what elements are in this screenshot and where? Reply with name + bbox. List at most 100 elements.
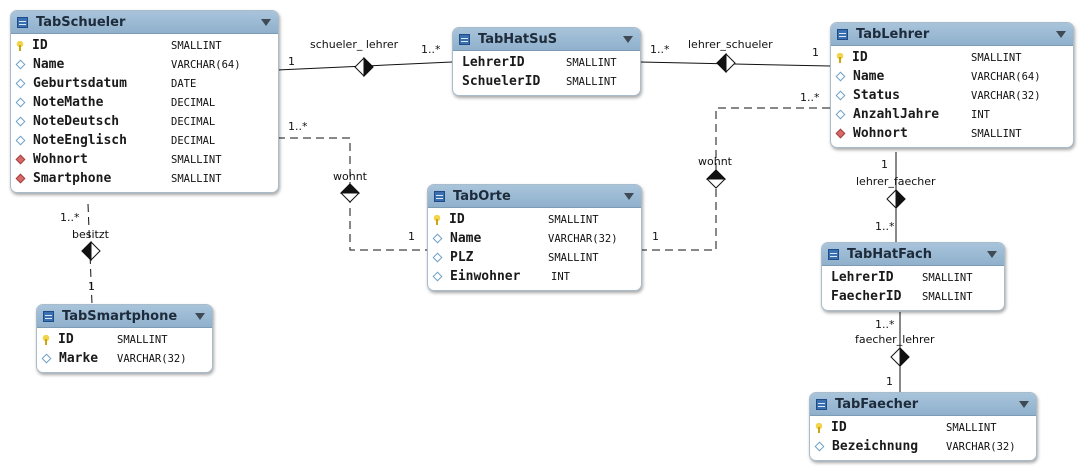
column-type: VARCHAR(64) (171, 58, 241, 71)
table-icon (459, 33, 470, 45)
column-row[interactable]: NoteDeutsch DECIMAL (11, 112, 278, 131)
table-header[interactable]: TabOrte (428, 185, 641, 208)
column-type: SMALLINT (171, 39, 222, 52)
relation-diamond-lehrer-faecher (886, 188, 906, 210)
cardinality-label: 1..* (800, 91, 820, 104)
relation-line-lehrer-schueler (639, 61, 831, 67)
column-name: Wohnort (33, 152, 88, 167)
column-type: SMALLINT (117, 333, 168, 346)
attribute-diamond-icon (432, 233, 443, 244)
table-title: TabOrte (453, 188, 511, 204)
column-name: AnzahlJahre (853, 107, 940, 122)
table-header[interactable]: TabSchueler (11, 11, 278, 34)
column-type: DECIMAL (171, 134, 216, 147)
table-icon (816, 398, 827, 410)
column-name: ID (58, 332, 74, 347)
table-header[interactable]: TabHatSuS (453, 28, 640, 51)
collapse-triangle-icon[interactable] (624, 193, 634, 200)
column-name: Geburtsdatum (33, 76, 127, 91)
column-type: VARCHAR(32) (946, 440, 1016, 453)
relation-label-lehrer-faecher: lehrer_faecher (856, 175, 936, 188)
table-title: TabHatFach (847, 246, 932, 262)
table-header[interactable]: TabHatFach (822, 243, 1004, 266)
column-row[interactable]: Bezeichnung VARCHAR(32) (810, 437, 1036, 456)
collapse-triangle-icon[interactable] (1019, 401, 1029, 408)
collapse-triangle-icon[interactable] (261, 19, 271, 26)
column-name: SchuelerID (462, 74, 541, 89)
table-title: TabLehrer (856, 26, 930, 42)
column-name: Einwohner (450, 269, 521, 284)
relation-line-wohnt-schueler (277, 137, 427, 251)
column-name: Name (33, 57, 65, 72)
cardinality-label: 1 (88, 280, 95, 293)
cardinality-label: 1 (881, 158, 888, 171)
column-row[interactable]: FaecherID SMALLINT (822, 287, 1004, 306)
column-name: NoteDeutsch (33, 114, 120, 129)
relation-diamond-wohnt-lehrer (705, 169, 727, 189)
collapse-triangle-icon[interactable] (623, 36, 633, 43)
column-name: ID (852, 50, 868, 65)
primary-key-icon (42, 335, 50, 345)
column-name: FaecherID (831, 289, 902, 304)
table-title: TabFaecher (835, 396, 919, 412)
column-type: DECIMAL (171, 96, 216, 109)
table-header[interactable]: TabFaecher (810, 393, 1036, 416)
table-header[interactable]: TabLehrer (831, 23, 1073, 46)
cardinality-label: 1 (408, 230, 415, 243)
collapse-triangle-icon[interactable] (1056, 31, 1066, 38)
collapse-triangle-icon[interactable] (987, 251, 997, 258)
attribute-diamond-icon (835, 109, 846, 120)
column-type: VARCHAR(64) (971, 70, 1041, 83)
foreign-key-diamond-icon (15, 173, 26, 184)
relation-line-besitzt (87, 203, 93, 305)
collapse-triangle-icon[interactable] (195, 313, 205, 320)
column-type: SMALLINT (922, 271, 973, 284)
column-row[interactable]: ID SMALLINT (37, 330, 212, 349)
cardinality-label: 1..* (875, 220, 895, 233)
column-name: Name (450, 231, 482, 246)
column-row[interactable]: Name VARCHAR(64) (11, 55, 278, 74)
column-name: ID (449, 212, 465, 227)
column-type: SMALLINT (171, 172, 222, 185)
column-type: DECIMAL (171, 115, 216, 128)
table-icon (837, 28, 848, 40)
foreign-key-diamond-icon (15, 154, 26, 165)
table-header[interactable]: TabSmartphone (37, 305, 212, 328)
column-type: SMALLINT (566, 56, 617, 69)
column-type: SMALLINT (922, 290, 973, 303)
attribute-diamond-icon (432, 271, 443, 282)
cardinality-label: 1..* (288, 120, 308, 133)
table-icon (434, 190, 445, 202)
column-name: Bezeichnung (832, 439, 919, 454)
